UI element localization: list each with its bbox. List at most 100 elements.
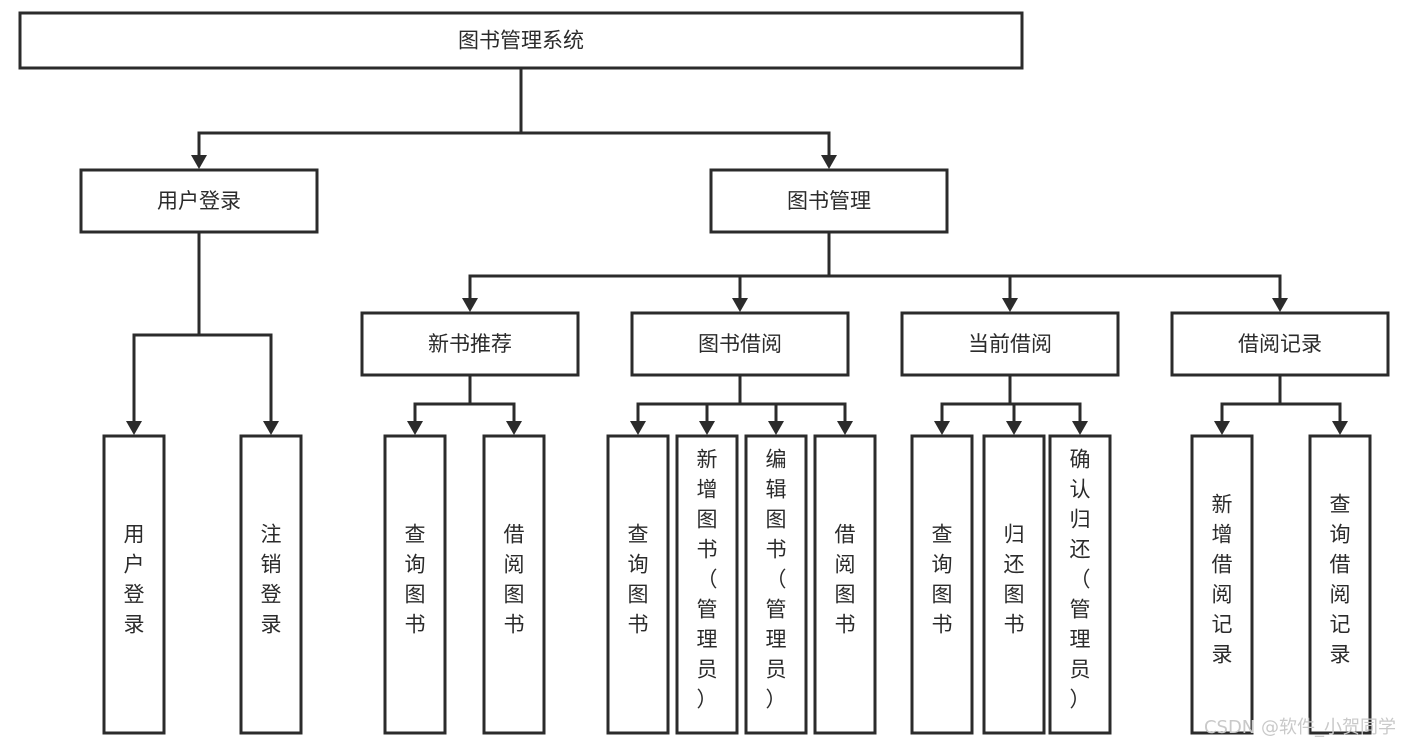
node-box[interactable] (102, 434, 166, 735)
node-layer: 图书管理系统用户登录图书管理新书推荐图书借阅当前借阅借阅记录用户登录注销登录查询… (18, 11, 1390, 735)
node-label: 注销登录 (261, 523, 282, 637)
node-leaf-rec-borrow[interactable]: 借阅图书 (482, 434, 546, 735)
node-label: 借阅图书 (835, 523, 856, 637)
arrow-head-icon (837, 421, 853, 435)
arrow-head-icon (191, 155, 207, 169)
node-leaf-cur-return[interactable]: 归还图书 (982, 434, 1046, 735)
node-label: 新增图书（管理员） (697, 448, 718, 712)
arrow-head-icon (732, 298, 748, 312)
node-box[interactable] (709, 168, 949, 234)
node-leaf-borrow-edit[interactable]: 编辑图书（管理员） (744, 434, 808, 735)
node-label: 查询图书 (628, 523, 649, 637)
node-leaf-cur-confirm[interactable]: 确认归还（管理员） (1048, 434, 1112, 735)
connector-line (197, 68, 523, 155)
node-box[interactable] (360, 311, 580, 377)
node-box[interactable] (900, 311, 1120, 377)
connector-current-borrow-to-leaf-cur-confirm (1008, 375, 1088, 435)
connector-line (197, 232, 273, 421)
node-label: 借阅图书 (504, 523, 525, 637)
node-box[interactable] (1308, 434, 1372, 735)
connector-line (940, 375, 1012, 421)
connector-book-borrow-to-leaf-borrow-lend (738, 375, 853, 435)
node-leaf-cur-query[interactable]: 查询图书 (910, 434, 974, 735)
connector-current-borrow-to-leaf-cur-query (934, 375, 1012, 435)
connector-new-book-rec-to-leaf-rec-borrow (468, 375, 522, 435)
node-box[interactable] (482, 434, 546, 735)
node-leaf-rec-query[interactable]: 查询图书 (383, 434, 447, 735)
node-box[interactable] (1048, 434, 1112, 735)
node-label: 编辑图书（管理员） (766, 448, 787, 712)
node-box[interactable] (813, 434, 877, 735)
arrow-head-icon (1332, 421, 1348, 435)
arrow-head-icon (1002, 298, 1018, 312)
node-box[interactable] (982, 434, 1046, 735)
connector-line (468, 375, 516, 421)
connector-line (738, 375, 778, 421)
arrow-head-icon (1214, 421, 1230, 435)
node-leaf-borrow-query[interactable]: 查询图书 (606, 434, 670, 735)
watermark-label: CSDN @软件_小贺同学 (1204, 717, 1396, 738)
connector-book-manage-to-borrow-record (827, 232, 1288, 312)
arrow-head-icon (768, 421, 784, 435)
node-borrow-record[interactable]: 借阅记录 (1170, 311, 1390, 377)
node-label: 图书借阅 (698, 332, 782, 356)
connector-book-manage-to-new-book-rec (462, 232, 831, 312)
node-box[interactable] (910, 434, 974, 735)
connector-line (738, 375, 847, 421)
node-current-borrow[interactable]: 当前借阅 (900, 311, 1120, 377)
arrow-head-icon (699, 421, 715, 435)
connector-root-to-book-manage (519, 68, 837, 169)
node-user-login[interactable]: 用户登录 (79, 168, 319, 234)
connector-line (1278, 375, 1342, 421)
node-label: 归还图书 (1004, 523, 1025, 637)
node-box[interactable] (383, 434, 447, 735)
node-box[interactable] (1170, 311, 1390, 377)
node-new-book-rec[interactable]: 新书推荐 (360, 311, 580, 377)
node-box[interactable] (79, 168, 319, 234)
connector-line (636, 375, 742, 421)
arrow-head-icon (462, 298, 478, 312)
arrow-head-icon (630, 421, 646, 435)
connector-line (705, 375, 742, 421)
node-label: 借阅记录 (1238, 332, 1322, 356)
node-box[interactable] (18, 11, 1024, 70)
node-box[interactable] (239, 434, 303, 735)
node-book-manage[interactable]: 图书管理 (709, 168, 949, 234)
node-leaf-rec-add[interactable]: 新增借阅记录 (1190, 434, 1254, 735)
node-leaf-user-logout[interactable]: 注销登录 (239, 434, 303, 735)
connector-new-book-rec-to-leaf-rec-query (407, 375, 472, 435)
connector-user-login-to-leaf-user-logout (197, 232, 279, 435)
node-label: 用户登录 (157, 189, 241, 213)
arrow-head-icon (506, 421, 522, 435)
node-box[interactable] (606, 434, 670, 735)
connector-layer (126, 68, 1348, 435)
connector-line (413, 375, 472, 421)
arrow-head-icon (263, 421, 279, 435)
connector-line (519, 68, 831, 155)
connector-user-login-to-leaf-user-login (126, 232, 201, 435)
connector-book-manage-to-current-borrow (827, 232, 1018, 312)
node-leaf-rec-search[interactable]: 查询借阅记录 (1308, 434, 1372, 735)
node-leaf-borrow-lend[interactable]: 借阅图书 (813, 434, 877, 735)
node-leaf-user-login[interactable]: 用户登录 (102, 434, 166, 735)
node-label: 新增借阅记录 (1212, 493, 1233, 667)
node-book-borrow[interactable]: 图书借阅 (630, 311, 850, 377)
connector-line (1220, 375, 1282, 421)
node-box[interactable] (630, 311, 850, 377)
arrow-head-icon (1072, 421, 1088, 435)
node-root[interactable]: 图书管理系统 (18, 11, 1024, 70)
connector-borrow-record-to-leaf-rec-search (1278, 375, 1348, 435)
connector-book-manage-to-book-borrow (732, 232, 831, 312)
node-label: 查询借阅记录 (1330, 493, 1351, 667)
node-box[interactable] (675, 434, 739, 735)
arrow-head-icon (126, 421, 142, 435)
connector-line (132, 232, 201, 421)
arrow-head-icon (934, 421, 950, 435)
node-box[interactable] (1190, 434, 1254, 735)
node-label: 确认归还（管理员） (1070, 448, 1091, 712)
node-leaf-borrow-add[interactable]: 新增图书（管理员） (675, 434, 739, 735)
node-box[interactable] (744, 434, 808, 735)
node-label: 查询图书 (932, 523, 953, 637)
node-label: 新书推荐 (428, 332, 512, 356)
